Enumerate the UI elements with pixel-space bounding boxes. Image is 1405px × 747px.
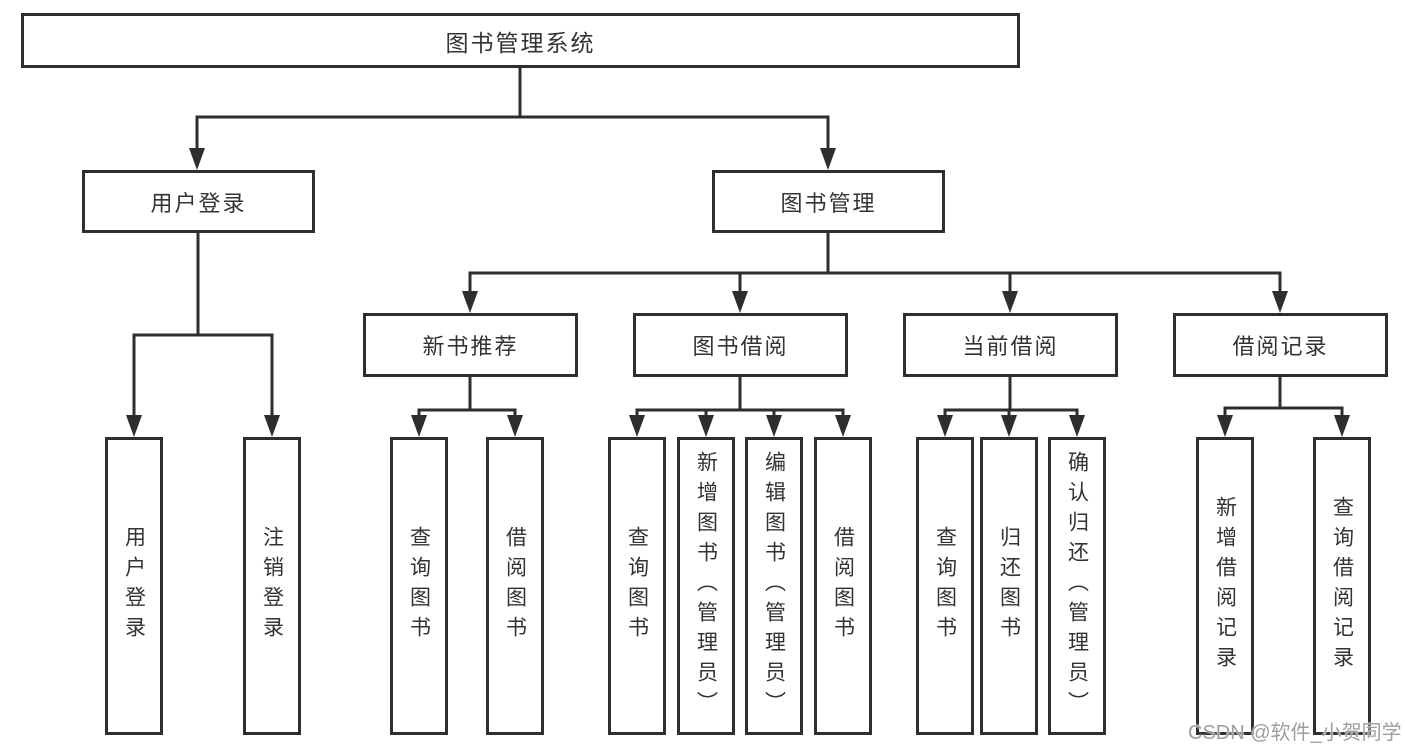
leaf-edit-book-admin: 编辑图书（管理员） — [745, 437, 803, 735]
leaf-return-books: 归还图书 — [980, 437, 1038, 735]
leaf-query-books-borrowing: 查询图书 — [608, 437, 666, 735]
node-current-borrowing: 当前借阅 — [903, 313, 1118, 377]
node-library-management-system: 图书管理系统 — [21, 13, 1020, 68]
leaf-query-books-current: 查询图书 — [916, 437, 974, 735]
node-user-login: 用户登录 — [82, 170, 315, 233]
node-book-management: 图书管理 — [712, 170, 945, 233]
leaf-borrow-books-borrowing: 借阅图书 — [814, 437, 872, 735]
leaf-add-book-admin: 新增图书（管理员） — [677, 437, 735, 735]
leaf-query-borrow-record: 查询借阅记录 — [1313, 437, 1371, 735]
leaf-add-borrow-record: 新增借阅记录 — [1196, 437, 1254, 735]
watermark: CSDN @软件_小贺同学 — [1188, 722, 1402, 744]
leaf-confirm-return-admin: 确认归还（管理员） — [1048, 437, 1106, 735]
node-new-book-recommendation: 新书推荐 — [363, 313, 578, 377]
node-book-borrowing: 图书借阅 — [633, 313, 848, 377]
leaf-logout: 注销登录 — [243, 437, 301, 735]
leaf-query-books-recommend: 查询图书 — [390, 437, 448, 735]
leaf-user-login: 用户登录 — [105, 437, 163, 735]
leaf-borrow-books-recommend: 借阅图书 — [486, 437, 544, 735]
node-borrowing-records: 借阅记录 — [1173, 313, 1388, 377]
